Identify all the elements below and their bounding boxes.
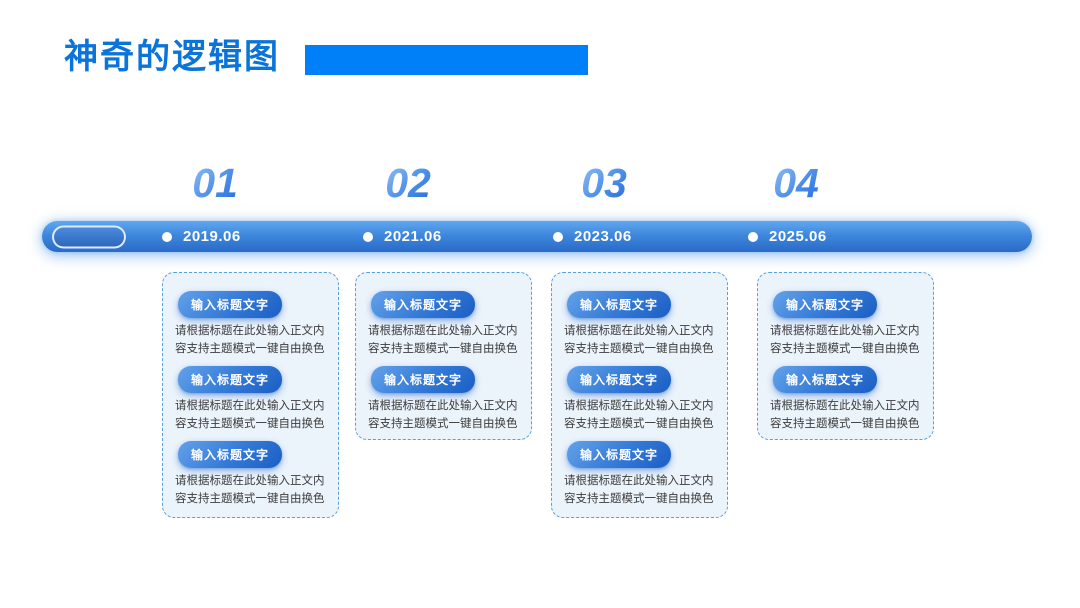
milestone-number-03: 03 (572, 160, 636, 207)
timeline-card-4: 输入标题文字 请根据标题在此处输入正文内容支持主题模式一键自由换色 输入标题文字… (757, 272, 934, 440)
body-placeholder-text: 请根据标题在此处输入正文内容支持主题模式一键自由换色 (368, 325, 518, 355)
body-placeholder-text: 请根据标题在此处输入正文内容支持主题模式一键自由换色 (175, 475, 325, 505)
title-placeholder-button[interactable]: 输入标题文字 (773, 291, 878, 318)
milestone-dot-icon (553, 231, 563, 242)
title-placeholder-button[interactable]: 输入标题文字 (371, 291, 476, 318)
card-item: 输入标题文字 请根据标题在此处输入正文内容支持主题模式一键自由换色 (175, 441, 326, 508)
card-item: 输入标题文字 请根据标题在此处输入正文内容支持主题模式一键自由换色 (564, 291, 715, 358)
milestone-date: 2025.06 (769, 228, 827, 245)
milestone-date-group: 2021.06 (363, 221, 442, 252)
milestone-dot-icon (363, 231, 373, 242)
title-accent-bar (305, 45, 588, 75)
milestone-date: 2023.06 (574, 228, 632, 245)
timeline-card-1: 输入标题文字 请根据标题在此处输入正文内容支持主题模式一键自由换色 输入标题文字… (162, 272, 339, 518)
body-placeholder-text: 请根据标题在此处输入正文内容支持主题模式一键自由换色 (770, 400, 920, 430)
body-placeholder-text: 请根据标题在此处输入正文内容支持主题模式一键自由换色 (564, 400, 714, 430)
milestone-number-04: 04 (764, 160, 828, 207)
card-item: 输入标题文字 请根据标题在此处输入正文内容支持主题模式一键自由换色 (368, 291, 519, 358)
page-title: 神奇的逻辑图 (64, 38, 280, 76)
milestone-dot-icon (748, 231, 758, 242)
milestone-date-group: 2023.06 (553, 221, 632, 252)
card-item: 输入标题文字 请根据标题在此处输入正文内容支持主题模式一键自由换色 (564, 366, 715, 433)
timeline-start-pill (52, 225, 126, 248)
timeline-card-2: 输入标题文字 请根据标题在此处输入正文内容支持主题模式一键自由换色 输入标题文字… (355, 272, 532, 440)
timeline-card-3: 输入标题文字 请根据标题在此处输入正文内容支持主题模式一键自由换色 输入标题文字… (551, 272, 728, 518)
card-item: 输入标题文字 请根据标题在此处输入正文内容支持主题模式一键自由换色 (770, 366, 921, 433)
title-placeholder-button[interactable]: 输入标题文字 (773, 366, 878, 393)
title-placeholder-button[interactable]: 输入标题文字 (178, 366, 283, 393)
milestone-date-group: 2019.06 (162, 221, 241, 252)
body-placeholder-text: 请根据标题在此处输入正文内容支持主题模式一键自由换色 (564, 475, 714, 505)
title-placeholder-button[interactable]: 输入标题文字 (567, 291, 672, 318)
milestone-date-group: 2025.06 (748, 221, 827, 252)
body-placeholder-text: 请根据标题在此处输入正文内容支持主题模式一键自由换色 (368, 400, 518, 430)
body-placeholder-text: 请根据标题在此处输入正文内容支持主题模式一键自由换色 (175, 400, 325, 430)
title-placeholder-button[interactable]: 输入标题文字 (567, 366, 672, 393)
title-placeholder-button[interactable]: 输入标题文字 (178, 441, 283, 468)
card-item: 输入标题文字 请根据标题在此处输入正文内容支持主题模式一键自由换色 (770, 291, 921, 358)
title-placeholder-button[interactable]: 输入标题文字 (567, 441, 672, 468)
milestone-date: 2021.06 (384, 228, 442, 245)
milestone-date: 2019.06 (183, 228, 241, 245)
body-placeholder-text: 请根据标题在此处输入正文内容支持主题模式一键自由换色 (770, 325, 920, 355)
milestone-number-02: 02 (376, 160, 440, 207)
card-item: 输入标题文字 请根据标题在此处输入正文内容支持主题模式一键自由换色 (175, 366, 326, 433)
title-placeholder-button[interactable]: 输入标题文字 (178, 291, 283, 318)
title-placeholder-button[interactable]: 输入标题文字 (371, 366, 476, 393)
milestone-dot-icon (162, 231, 172, 242)
body-placeholder-text: 请根据标题在此处输入正文内容支持主题模式一键自由换色 (564, 325, 714, 355)
card-item: 输入标题文字 请根据标题在此处输入正文内容支持主题模式一键自由换色 (368, 366, 519, 433)
card-item: 输入标题文字 请根据标题在此处输入正文内容支持主题模式一键自由换色 (175, 291, 326, 358)
milestone-number-01: 01 (183, 160, 247, 207)
timeline-bar: 2019.06 2021.06 2023.06 2025.06 (42, 221, 1032, 252)
body-placeholder-text: 请根据标题在此处输入正文内容支持主题模式一键自由换色 (175, 325, 325, 355)
card-item: 输入标题文字 请根据标题在此处输入正文内容支持主题模式一键自由换色 (564, 441, 715, 508)
